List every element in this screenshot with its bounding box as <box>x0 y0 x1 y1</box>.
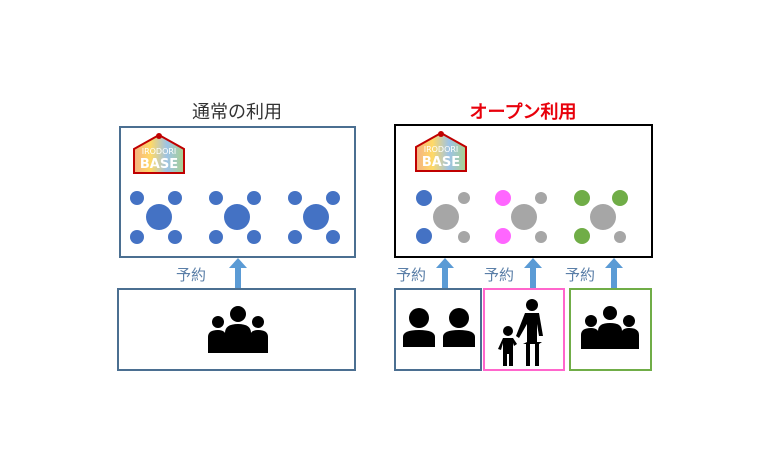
parent-and-child-icon <box>498 299 543 366</box>
logo-line1: IRODORI <box>142 147 177 156</box>
logo-line2: BASE <box>422 155 460 170</box>
normal-user-group-box <box>117 288 356 371</box>
open-user-pair-box <box>394 288 482 371</box>
up-arrow-icon <box>605 258 623 290</box>
up-arrow-icon <box>436 258 454 290</box>
table-cluster-blue-users <box>416 190 470 244</box>
normal-table-clusters <box>130 191 340 244</box>
table-cluster-pink-users <box>495 190 547 244</box>
open-parent-child-box <box>483 288 565 371</box>
group-of-people-icon <box>581 306 639 349</box>
reserve-label: 予約 <box>176 266 207 284</box>
reserve-label: 予約 <box>565 266 596 284</box>
irodori-base-logo: IRODORI BASE <box>130 131 188 175</box>
irodori-base-logo: IRODORI BASE <box>412 129 470 173</box>
two-people-icon <box>403 308 475 347</box>
normal-venue-box <box>119 126 356 258</box>
open-use-title: オープン利用 <box>469 102 577 123</box>
reserve-label: 予約 <box>484 266 515 284</box>
table-cluster <box>130 191 182 244</box>
normal-use-title: 通常の利用 <box>192 102 282 123</box>
reserve-label: 予約 <box>396 266 427 284</box>
up-arrow-icon <box>229 258 247 290</box>
group-of-people-icon <box>208 306 268 353</box>
logo-line2: BASE <box>140 157 178 172</box>
table-cluster <box>209 191 261 244</box>
up-arrow-icon <box>524 258 542 290</box>
table-cluster <box>288 191 340 244</box>
logo-line1: IRODORI <box>424 145 459 154</box>
table-cluster-green-users <box>574 190 628 244</box>
open-venue-box <box>394 124 653 258</box>
open-table-clusters <box>416 190 628 244</box>
